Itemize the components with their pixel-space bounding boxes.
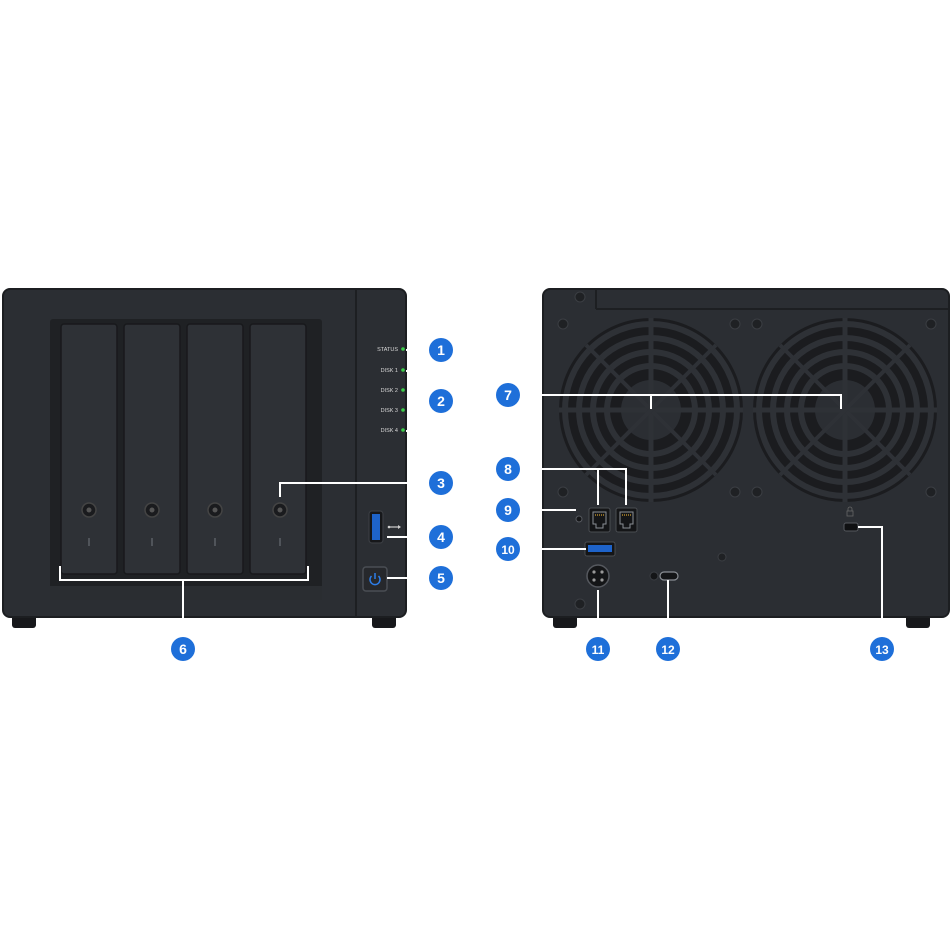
svg-text:3: 3	[437, 475, 445, 491]
svg-text:6: 6	[179, 641, 187, 657]
disk2-led	[401, 388, 405, 392]
callout-badge-1: 1	[429, 338, 453, 362]
callout-badge-11: 11	[586, 637, 610, 661]
usb-icon	[387, 525, 401, 529]
ethernet-port-icon	[592, 511, 607, 529]
front-view: STATUS DISK 1 DISK 2 DISK 3 DISK 4	[2, 288, 407, 628]
led-label-disk1: DISK 1	[381, 368, 398, 374]
fan-screw	[925, 318, 937, 330]
fan-grille-left	[557, 318, 743, 502]
callout-badge-3: 3	[429, 471, 453, 495]
callout-badge-13: 13	[870, 637, 894, 661]
fan-screw	[557, 486, 569, 498]
callout-badge-9: 9	[496, 498, 520, 522]
drive-bay-bottom-lip	[50, 586, 322, 600]
callout-badge-6: 6	[171, 637, 195, 661]
callout-badge-4: 4	[429, 525, 453, 549]
reset-button[interactable]	[575, 515, 583, 523]
svg-text:10: 10	[501, 543, 515, 557]
svg-text:5: 5	[437, 570, 445, 586]
disk1-led	[401, 368, 405, 372]
fan-grille-right	[751, 318, 937, 502]
callout-badges: 1 2 3 4 5 6 7 8	[171, 338, 894, 661]
lan-port-1[interactable]	[588, 507, 611, 533]
led-label-status: STATUS	[377, 347, 398, 353]
ground-hole	[649, 571, 659, 581]
fan-screw	[729, 318, 741, 330]
drive-tray-3[interactable]	[186, 323, 244, 575]
rear-screw	[574, 291, 586, 303]
kensington-lock-icon	[846, 506, 854, 517]
svg-text:7: 7	[504, 387, 512, 403]
drive-tray-2[interactable]	[123, 323, 181, 575]
usb-c-port[interactable]	[659, 571, 679, 581]
power-button[interactable]	[362, 566, 388, 592]
disk3-led	[401, 408, 405, 412]
svg-text:4: 4	[437, 529, 445, 545]
front-usb-port[interactable]	[368, 510, 384, 544]
svg-text:8: 8	[504, 461, 512, 477]
svg-text:11: 11	[592, 643, 605, 657]
power-port[interactable]	[586, 564, 610, 588]
ethernet-port-icon	[619, 511, 634, 529]
power-icon	[369, 573, 381, 586]
svg-text:9: 9	[504, 502, 512, 518]
status-led	[401, 347, 405, 351]
fan-screw	[751, 318, 763, 330]
fan-screw	[925, 486, 937, 498]
drive-tray-1[interactable]	[60, 323, 118, 575]
rear-screw	[574, 598, 586, 610]
callout-badge-2: 2	[429, 389, 453, 413]
callout-badge-10: 10	[496, 537, 520, 561]
svg-text:1: 1	[437, 342, 445, 358]
rear-usb-port[interactable]	[584, 541, 616, 557]
led-label-disk4: DISK 4	[381, 428, 398, 434]
callout-badge-8: 8	[496, 457, 520, 481]
svg-text:13: 13	[875, 643, 889, 657]
lan-port-2[interactable]	[615, 507, 638, 533]
svg-text:2: 2	[437, 393, 445, 409]
fan-screw	[751, 486, 763, 498]
led-label-disk2: DISK 2	[381, 388, 398, 394]
disk4-led	[401, 428, 405, 432]
callout-badge-7: 7	[496, 383, 520, 407]
svg-text:12: 12	[661, 643, 675, 657]
drive-tray-4[interactable]	[249, 323, 307, 575]
fan-screw	[557, 318, 569, 330]
rear-screw	[717, 552, 727, 562]
callout-badge-12: 12	[656, 637, 680, 661]
callout-lines	[59, 349, 883, 638]
callout-badge-5: 5	[429, 566, 453, 590]
rear-view	[542, 288, 950, 628]
fan-screw	[729, 486, 741, 498]
led-label-disk3: DISK 3	[381, 408, 398, 414]
